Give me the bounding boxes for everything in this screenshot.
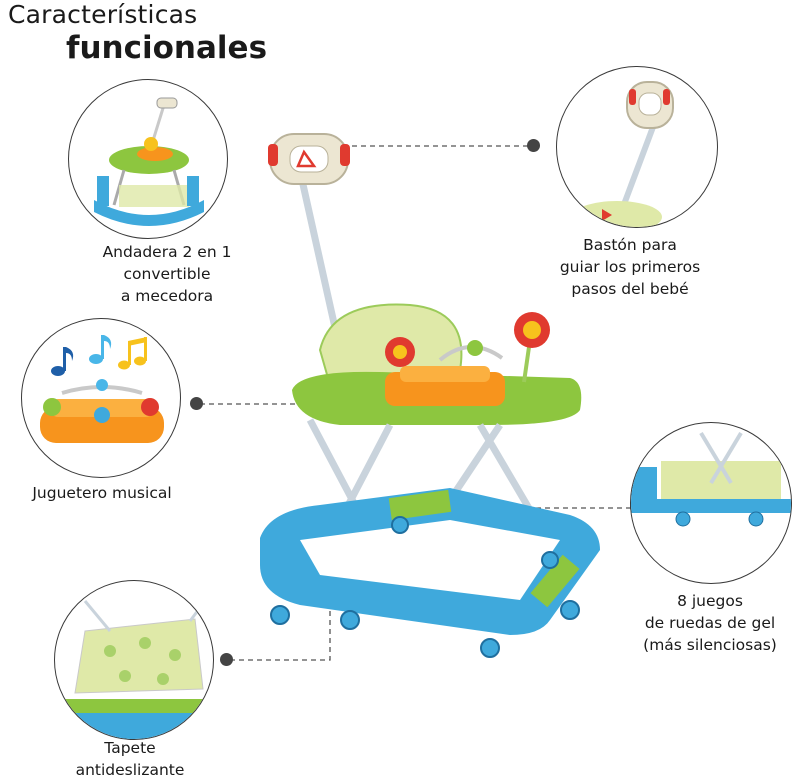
wheels-circle <box>630 422 792 584</box>
gel-wheels-icon <box>631 431 791 527</box>
page-title-line2: funcionales <box>66 30 268 66</box>
walker-rocker-icon <box>94 97 204 226</box>
feature-label-wheels: 8 juegos de ruedas de gel (más silencios… <box>643 592 777 654</box>
callout-dot-handle <box>527 139 540 152</box>
callout-dot-toys <box>190 397 203 410</box>
baby-walker-image <box>260 133 600 658</box>
non-slip-mat-icon <box>55 600 213 739</box>
feature-label-mat: Tapete antideslizante <box>75 739 185 779</box>
music-notes-icon <box>40 335 164 443</box>
handle-circle <box>556 66 718 228</box>
feature-label-convertible: Andadera 2 en 1 convertible a mecedora <box>102 243 232 305</box>
convertible-walker-circle <box>68 79 228 239</box>
page-title-line1: Características <box>8 0 198 29</box>
feature-label-toys: Juguetero musical <box>32 484 172 502</box>
feature-label-handle: Bastón para guiar los primeros pasos del… <box>559 236 701 298</box>
music-toy-circle <box>21 318 181 478</box>
callout-dot-mat <box>220 653 233 666</box>
mat-circle <box>54 580 214 740</box>
push-handle-icon <box>572 81 674 227</box>
